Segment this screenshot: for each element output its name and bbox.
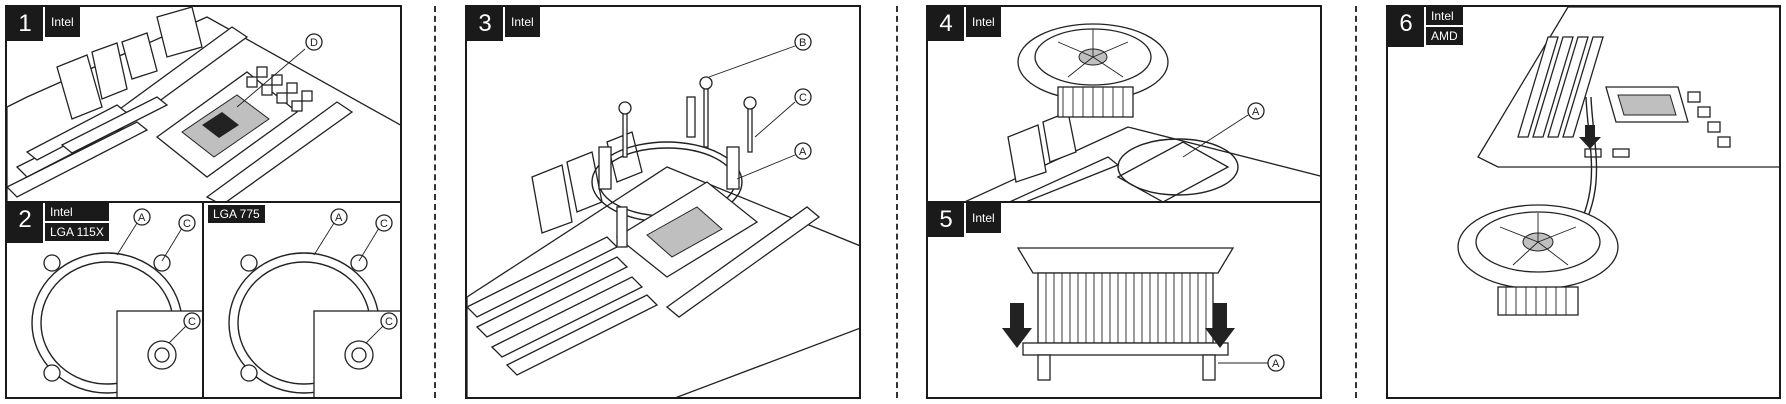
cooler-press-down-illustration: A xyxy=(1002,247,1285,381)
step-2-panel-lga115x: 2 Intel LGA 115X A C C xyxy=(5,201,204,399)
step-4-tag: 4 Intel xyxy=(928,7,1001,41)
step-number: 1 xyxy=(7,7,43,41)
step-6-tag: 6 Intel AMD xyxy=(1388,7,1463,47)
svg-text:C: C xyxy=(385,316,393,328)
svg-text:C: C xyxy=(799,92,807,104)
step-3-tag: 3 Intel xyxy=(467,7,540,41)
step-number: 2 xyxy=(7,203,43,243)
step-1-tag: 1 Intel xyxy=(7,7,80,41)
platform-label: Intel xyxy=(966,203,1001,233)
separator xyxy=(896,6,898,398)
platform-label: Intel xyxy=(45,203,109,221)
socket-label: LGA 775 xyxy=(208,205,265,223)
mounting-posts-illustration: B C A xyxy=(467,33,859,397)
step-2-panel-lga775: LGA 775 A C C xyxy=(202,201,402,399)
svg-text:A: A xyxy=(799,146,807,158)
backplate-lga115x-illustration: A C C xyxy=(31,208,202,397)
fan-cable-connection-illustration xyxy=(1457,7,1779,316)
motherboard-socket-illustration: D xyxy=(7,7,400,201)
svg-text:A: A xyxy=(138,212,146,224)
platform-label: Intel xyxy=(1426,7,1463,25)
backplate-lga775-illustration: A C C xyxy=(228,208,400,397)
svg-text:B: B xyxy=(799,37,806,49)
step-6-panel: 6 Intel AMD xyxy=(1386,5,1781,399)
svg-text:A: A xyxy=(1272,358,1280,370)
step-number: 3 xyxy=(467,7,503,41)
step-2-tag: 2 Intel LGA 115X xyxy=(7,203,109,243)
step-number: 4 xyxy=(928,7,964,41)
svg-text:A: A xyxy=(1252,106,1260,118)
step-5-panel: 5 Intel A xyxy=(926,201,1322,399)
step-3-panel: 3 Intel B C A xyxy=(465,5,861,399)
step-5-tag: 5 Intel xyxy=(928,203,1001,237)
platform-label: Intel xyxy=(966,7,1001,37)
platform-label: Intel xyxy=(45,7,80,37)
callout-label: D xyxy=(310,37,318,49)
step-number: 5 xyxy=(928,203,964,237)
platform-label: Intel xyxy=(505,7,540,37)
separator xyxy=(434,6,436,398)
cooler-placement-illustration: A xyxy=(965,23,1320,201)
platform-label: AMD xyxy=(1426,27,1463,45)
svg-text:A: A xyxy=(335,212,343,224)
step-number: 6 xyxy=(1388,7,1424,47)
svg-text:C: C xyxy=(380,218,388,230)
step-1-panel: 1 Intel D xyxy=(5,5,402,203)
step-4-panel: 4 Intel A xyxy=(926,5,1322,203)
socket-label: LGA 115X xyxy=(45,223,109,241)
svg-text:C: C xyxy=(188,316,196,328)
separator xyxy=(1355,6,1357,398)
svg-text:C: C xyxy=(183,218,191,230)
lga775-tag: LGA 775 xyxy=(206,205,265,225)
